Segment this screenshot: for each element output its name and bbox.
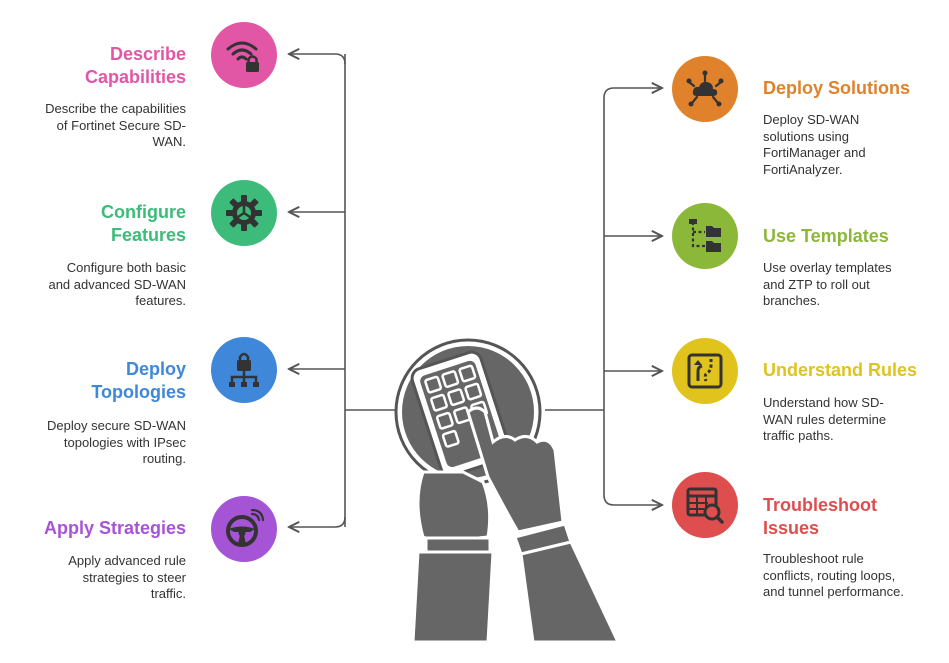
network-lock-icon	[229, 352, 259, 387]
deploy-solutions-icon-circle	[672, 56, 738, 122]
deploy-topologies-title: Deploy Topologies	[91, 359, 186, 402]
configure-features-icon-circle	[211, 180, 277, 246]
troubleshoot-issues-title: Troubleshoot Issues	[763, 495, 877, 538]
understand-rules-desc: Understand how SD- WAN rules determine t…	[763, 395, 887, 443]
cloud-network-icon	[686, 70, 724, 107]
describe-capabilities-desc: Describe the capabilities of Fortinet Se…	[45, 101, 186, 149]
troubleshoot-issues-icon-circle	[672, 472, 738, 538]
use-templates-title: Use Templates	[763, 226, 889, 246]
use-templates-icon-circle	[672, 203, 738, 269]
hand-keypad-illustration-icon	[394, 338, 620, 642]
table-search-icon	[686, 487, 724, 524]
apply-strategies-title: Apply Strategies	[43, 518, 186, 538]
configure-features-desc: Configure both basic and advanced SD-WAN…	[48, 260, 186, 308]
deploy-solutions-desc: Deploy SD-WAN solutions using FortiManag…	[763, 112, 866, 177]
understand-rules-title: Understand Rules	[763, 360, 918, 380]
describe-capabilities-icon-circle	[211, 22, 277, 88]
troubleshoot-issues-desc: Troubleshoot rule conflicts, routing loo…	[763, 551, 904, 599]
gear-icon	[226, 195, 262, 231]
deploy-topologies-desc: Deploy secure SD-WAN topologies with IPs…	[47, 418, 186, 466]
configure-features-title: Configure Features	[101, 202, 186, 245]
use-templates-desc: Use overlay templates and ZTP to roll ou…	[763, 260, 892, 308]
wifi-lock-icon	[226, 41, 259, 72]
understand-rules-icon-circle	[672, 338, 738, 404]
describe-capabilities-title: Describe Capabilities	[84, 44, 186, 87]
apply-strategies-desc: Apply advanced rule strategies to steer …	[68, 553, 186, 601]
deploy-topologies-icon-circle	[211, 337, 277, 403]
folder-tree-icon	[689, 219, 721, 252]
deploy-solutions-title: Deploy Solutions	[763, 78, 911, 98]
steering-wheel-icon	[226, 509, 264, 547]
route-road-icon	[687, 353, 723, 389]
apply-strategies-icon-circle	[211, 496, 277, 562]
